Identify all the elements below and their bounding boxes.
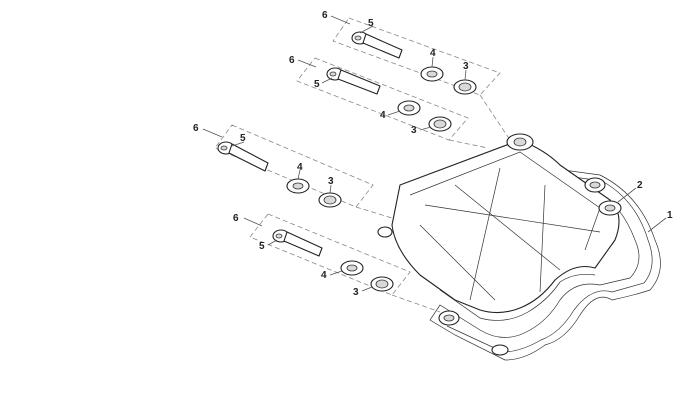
bolt: [272, 229, 323, 257]
valve-cover-assembly: [377, 133, 661, 361]
callout-bolt: 5: [314, 79, 320, 90]
callout-seal: 3: [353, 287, 359, 298]
callout-grommet: 2: [637, 180, 643, 191]
seal: [370, 276, 394, 292]
callout-washer: 4: [321, 270, 327, 281]
cover-gasket: [429, 159, 661, 361]
callout-bolt: 5: [240, 133, 246, 144]
bolt: [326, 67, 381, 95]
washer: [420, 66, 444, 82]
hardware-group-1: 6 5 4 3: [322, 10, 477, 95]
bolt: [351, 31, 403, 59]
hardware-group-4: 6 5 4 3: [233, 213, 394, 298]
callout-washer: 4: [297, 162, 303, 173]
callout-bolt-qty: 6: [322, 10, 328, 21]
callout-gasket: 1: [667, 210, 673, 221]
cover-callouts: 2 1: [617, 180, 673, 233]
bolt: [217, 141, 269, 172]
callout-seal: 3: [411, 125, 417, 136]
callout-washer: 4: [380, 110, 386, 121]
callout-bolt-qty: 6: [193, 123, 199, 134]
assembly-guide-lines: [214, 17, 511, 313]
hardware-group-3: 6 5 4 3: [193, 123, 342, 208]
seal: [428, 116, 452, 132]
washer: [397, 100, 421, 116]
hardware-group-2: 6 5 4 3: [289, 55, 452, 136]
callout-bolt: 5: [368, 18, 374, 29]
washer: [286, 178, 310, 194]
callout-bolt-qty: 6: [289, 55, 295, 66]
seal: [318, 192, 342, 208]
callout-bolt-qty: 6: [233, 213, 239, 224]
seal: [453, 79, 477, 95]
washer: [340, 260, 364, 276]
callout-seal: 3: [328, 176, 334, 187]
callout-washer: 4: [430, 48, 436, 59]
callout-bolt: 5: [259, 241, 265, 252]
callout-seal: 3: [463, 61, 469, 72]
